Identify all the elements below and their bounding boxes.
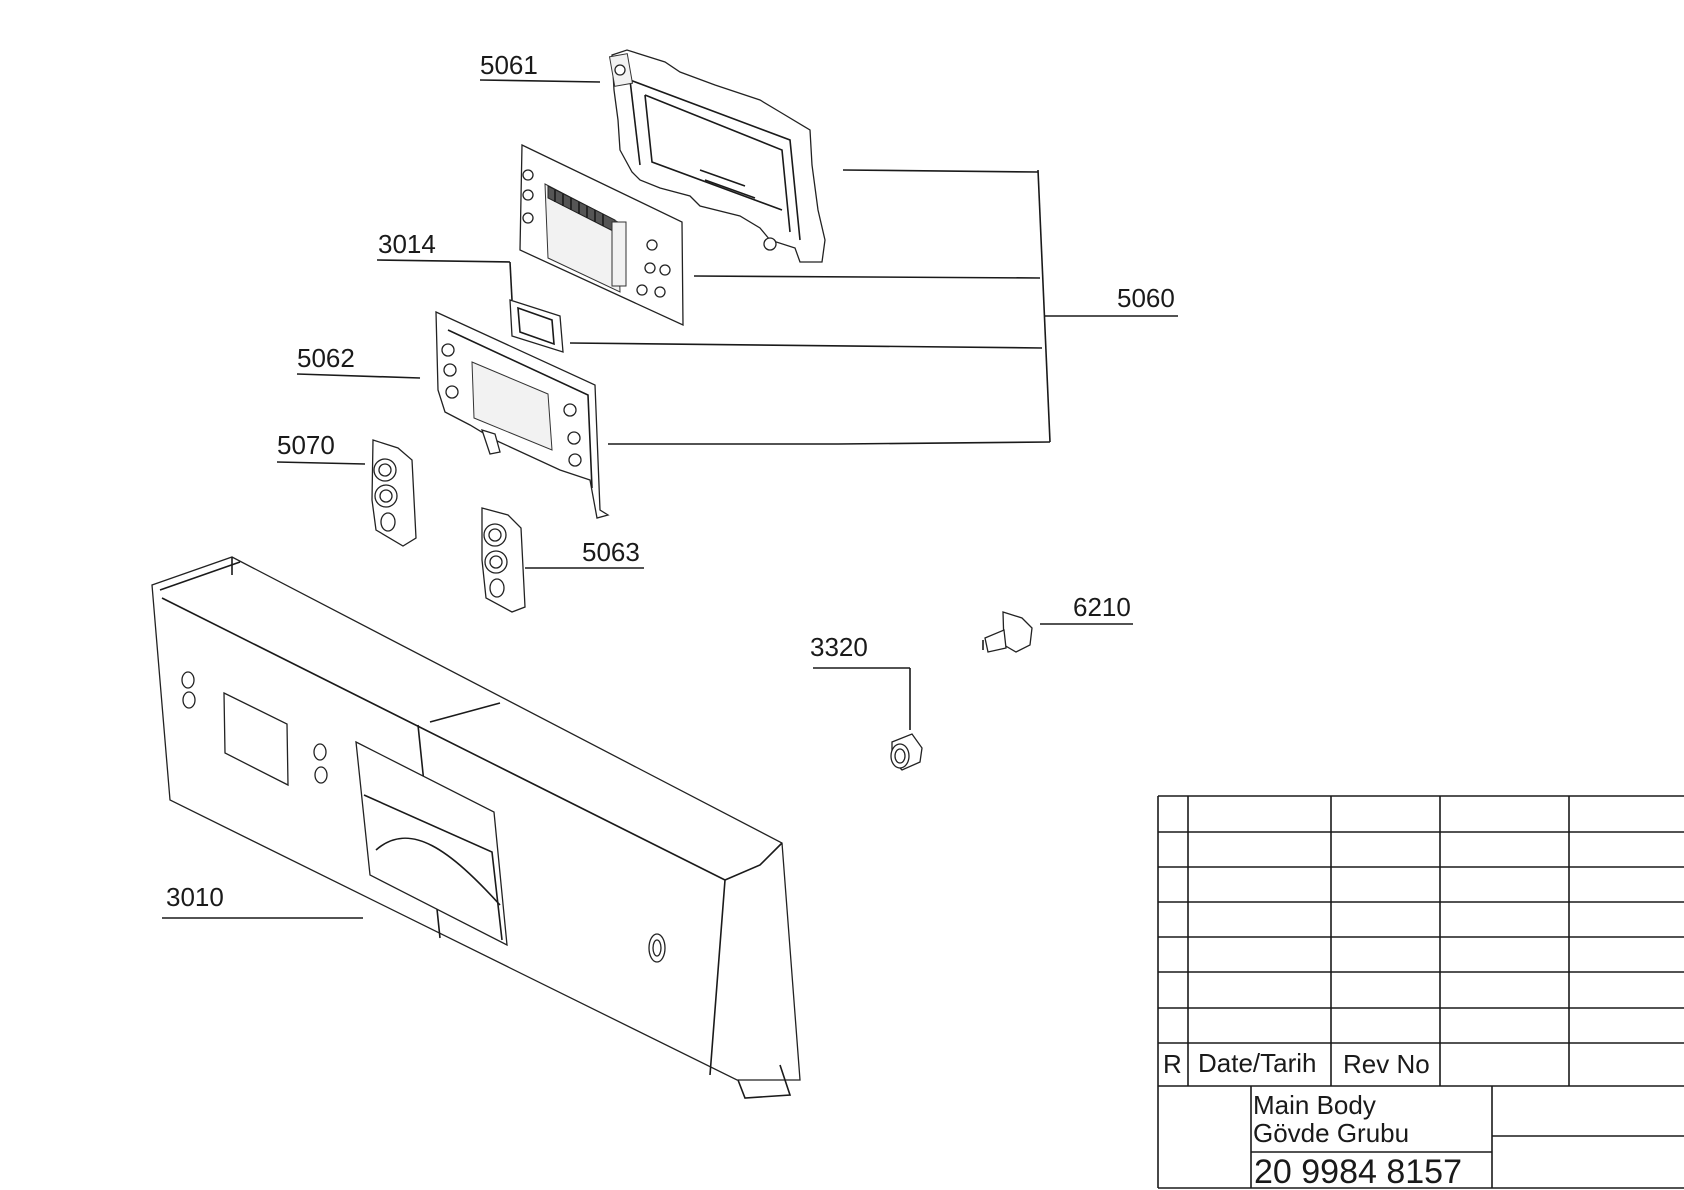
label-5063: 5063	[582, 537, 640, 567]
rev-header-r: R	[1163, 1049, 1182, 1079]
title-turkish: Gövde Grubu	[1253, 1118, 1409, 1148]
title-block: R Date/Tarih Rev No Main Body Gövde Grub…	[1157, 795, 1684, 1190]
part-6210-switch	[982, 611, 1033, 653]
title-english: Main Body	[1253, 1090, 1376, 1120]
part-number: 20 9984 8157	[1254, 1153, 1462, 1190]
part-5062-display-frame	[435, 310, 610, 519]
leader-lines	[162, 79, 1178, 919]
part-5063-button-holder	[481, 507, 526, 613]
rev-header-date: Date/Tarih	[1198, 1048, 1317, 1078]
rev-header-rev-no: Rev No	[1343, 1049, 1430, 1079]
label-3014: 3014	[378, 229, 436, 259]
part-3014-gasket	[509, 299, 564, 353]
label-5062: 5062	[297, 343, 355, 373]
label-6210: 6210	[1073, 592, 1131, 622]
label-5060: 5060	[1117, 283, 1175, 313]
part-3010-control-panel	[151, 556, 801, 1099]
label-3010: 3010	[166, 882, 224, 912]
part-3320-knob	[890, 733, 923, 771]
label-5061: 5061	[480, 50, 538, 80]
part-labels: 5061 3014 5062 5070 5063 5060 6210 3320 …	[166, 50, 1175, 912]
part-5061-frame	[608, 49, 826, 263]
part-5070-button-holder	[371, 439, 417, 547]
label-3320: 3320	[810, 632, 868, 662]
label-5070: 5070	[277, 430, 335, 460]
part-pcb-board	[519, 143, 684, 327]
